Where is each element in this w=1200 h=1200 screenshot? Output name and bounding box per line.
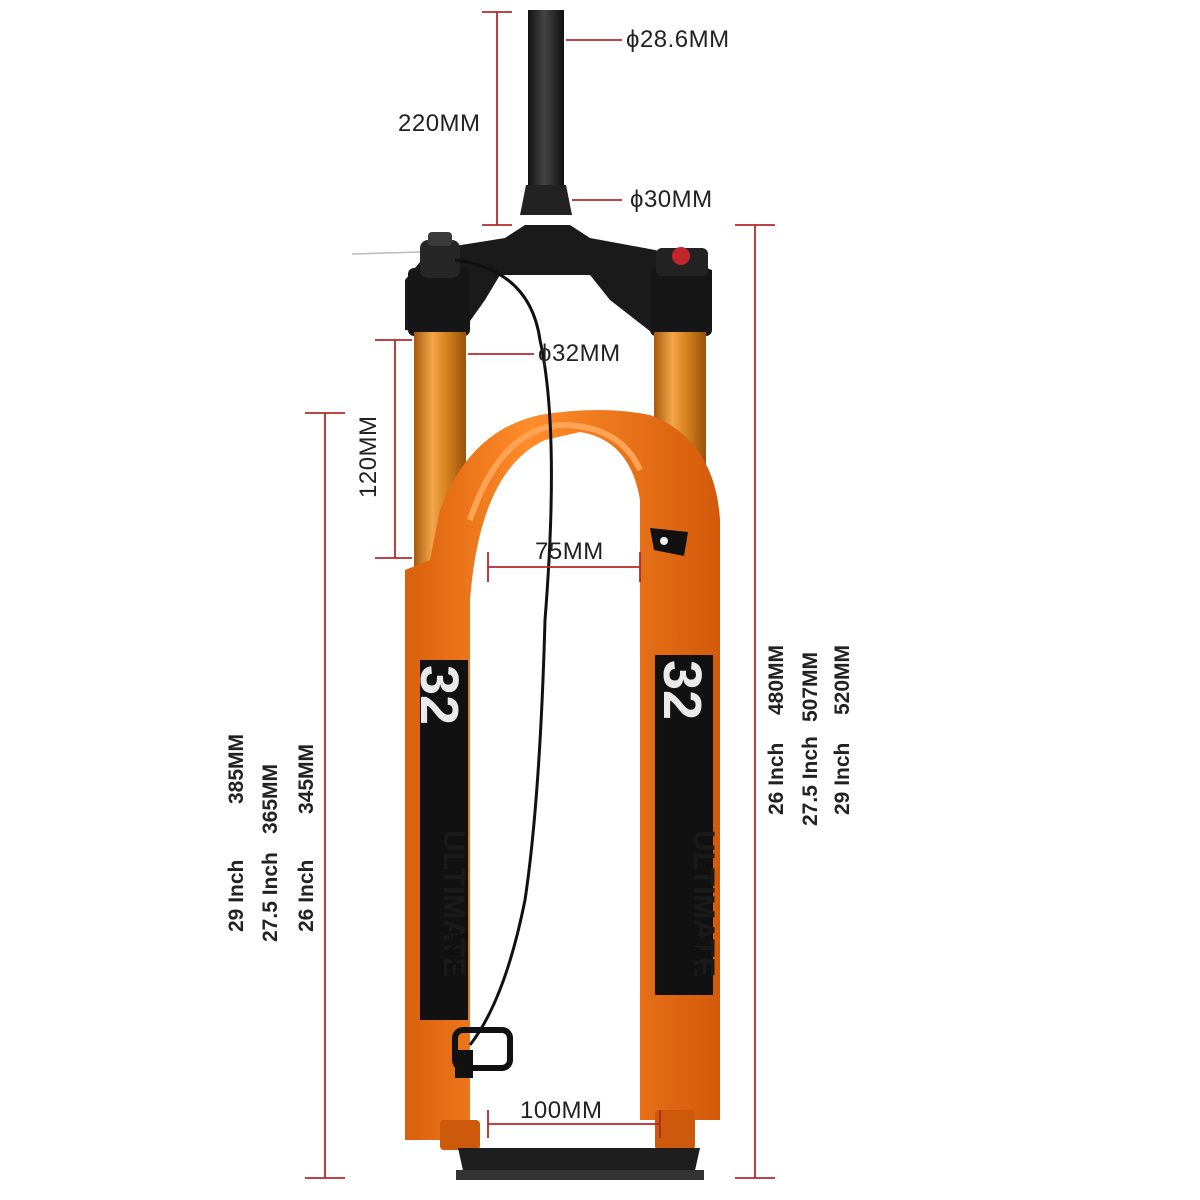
left-row-27-5: 27.5 Inch 365MM [259, 763, 282, 942]
length-value: 345MM [295, 743, 318, 814]
right-row-29: 29 Inch 520MM [831, 644, 854, 815]
remote-cable [452, 258, 553, 1078]
left-leg-model-decal: ENIX [445, 930, 462, 968]
length-value: 365MM [259, 763, 282, 834]
size-label: 26 Inch [295, 859, 318, 932]
size-label: 29 Inch [831, 742, 854, 815]
steerer-tube [520, 10, 572, 215]
left-row-26: 26 Inch 345MM [295, 743, 318, 932]
stanchion-diameter-label: ϕ32MM [538, 340, 621, 367]
steerer-bottom-diameter-label: ϕ30MM [630, 186, 713, 213]
lower-legs [405, 410, 720, 1150]
length-value: 480MM [765, 644, 788, 715]
steerer-top-diameter-label: ϕ28.6MM [626, 26, 730, 53]
travel-label: 120MM [355, 415, 382, 498]
axle-spacing-label: 100MM [520, 1097, 603, 1124]
length-value: 385MM [225, 733, 248, 804]
right-row-27-5: 27.5 Inch 507MM [799, 651, 822, 826]
size-label: 27.5 Inch [259, 852, 282, 942]
left-row-29: 29 Inch 385MM [225, 733, 248, 932]
steerer-length-label: 220MM [398, 110, 481, 137]
length-value: 507MM [799, 651, 822, 722]
size-label: 27.5 Inch [799, 736, 822, 826]
right-leg-size-decal: 32 [652, 660, 712, 721]
fork-crown [351, 225, 712, 336]
size-label: 26 Inch [765, 742, 788, 815]
right-row-26: 26 Inch 480MM [765, 644, 788, 815]
right-leg-model-decal: ENIX [685, 935, 702, 973]
length-value: 520MM [831, 644, 854, 715]
axle-stand [456, 1148, 704, 1180]
left-leg-size-decal: 32 [409, 665, 469, 726]
inner-width-label: 75MM [535, 538, 604, 565]
dimension-lines [305, 11, 775, 1179]
size-label: 29 Inch [225, 859, 248, 932]
